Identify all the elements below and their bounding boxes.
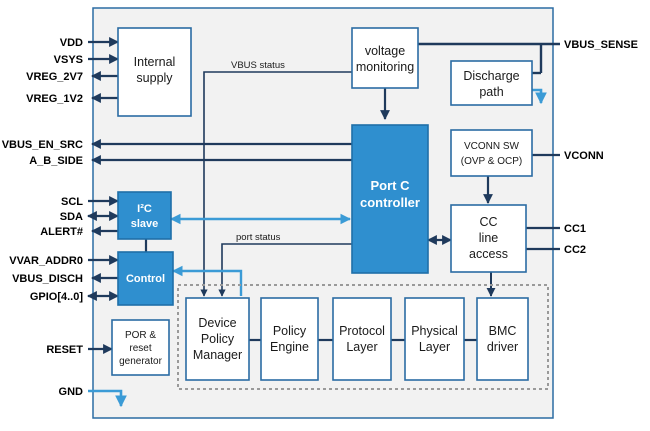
dpm-label-3: Manager — [193, 348, 242, 362]
pin-vreg-1v2: VREG_1V2 — [26, 93, 83, 105]
policy-engine-block: Policy Engine — [260, 297, 319, 381]
policy-engine-label-1: Policy — [273, 324, 307, 338]
policy-engine-label-2: Engine — [270, 340, 309, 354]
port-c-label-2: controller — [360, 195, 420, 210]
vreg-output-lines — [91, 71, 118, 103]
pin-vconn: VCONN — [564, 150, 604, 162]
dpm-label-2: Policy — [201, 332, 235, 346]
pin-cc2: CC2 — [564, 244, 586, 256]
por-label-2: reset — [129, 343, 151, 354]
port-status-line — [218, 243, 352, 297]
pin-sda: SDA — [60, 211, 83, 223]
i2c-pin-lines — [87, 196, 119, 236]
voltage-monitoring-block: voltage monitoring — [351, 27, 419, 89]
port-status-label: port status — [236, 232, 281, 243]
pin-reset: RESET — [46, 344, 83, 356]
supply-input-lines — [88, 37, 119, 64]
physical-layer-block: Physical Layer — [404, 297, 465, 381]
protocol-layer-label-2: Layer — [346, 340, 377, 354]
dpm-label-1: Device — [198, 316, 236, 330]
internal-supply-label-2: supply — [136, 71, 173, 85]
vbus-status-label: VBUS status — [231, 60, 285, 71]
bmc-driver-block: BMC driver — [476, 297, 529, 381]
cc-line-label-3: access — [469, 247, 508, 261]
pin-vsys: VSYS — [54, 54, 83, 66]
left-pin-labels: VDD VSYS VREG_2V7 VREG_1V2 VBUS_EN_SRC A… — [2, 37, 84, 398]
gnd-line — [88, 389, 127, 408]
pin-vvar-addr0: VVAR_ADDR0 — [9, 255, 83, 267]
i2c-label-1: I²C — [137, 203, 152, 215]
protocol-layer-label-1: Protocol — [339, 324, 385, 338]
pin-vbus-disch: VBUS_DISCH — [12, 273, 83, 285]
discharge-path-block: Discharge path — [450, 60, 533, 106]
voltage-monitoring-label-1: voltage — [365, 44, 405, 58]
pin-vbus-en-src: VBUS_EN_SRC — [2, 139, 83, 151]
internal-supply-block: Internal supply — [117, 27, 192, 117]
cc-line-label-2: line — [479, 231, 499, 245]
vconn-sw-block: VCONN SW (OVP & OCP) — [450, 129, 533, 177]
physical-layer-label-1: Physical — [411, 324, 458, 338]
pin-vreg-2v7: VREG_2V7 — [26, 71, 83, 83]
pin-cc1: CC1 — [564, 223, 586, 235]
pin-alert: ALERT# — [40, 226, 83, 238]
bmc-driver-label-1: BMC — [489, 324, 517, 338]
cc-pin-lines — [526, 226, 560, 251]
bmc-driver-label-2: driver — [487, 340, 518, 354]
cc-line-label-1: CC — [479, 215, 497, 229]
pin-gnd: GND — [59, 386, 84, 398]
pin-vbus-sense: VBUS_SENSE — [564, 39, 638, 51]
port-c-label-1: Port C — [371, 178, 411, 193]
discharge-output-arrow — [532, 88, 547, 105]
control-to-dpm-link — [171, 265, 243, 296]
pin-vdd: VDD — [60, 37, 83, 49]
control-label: Control — [126, 273, 165, 285]
vbus-sense-lines — [418, 42, 560, 75]
device-policy-manager-block: Device Policy Manager — [185, 297, 250, 381]
control-pin-lines — [87, 255, 119, 301]
voltage-monitoring-label-2: monitoring — [356, 60, 414, 74]
pin-gpio: GPIO[4..0] — [30, 291, 84, 303]
vconn-sw-label-1: VCONN SW — [464, 141, 520, 152]
protocol-layer-block: Protocol Layer — [332, 297, 392, 381]
vconn-sw-label-2: (OVP & OCP) — [461, 156, 523, 167]
portc-output-lines — [91, 139, 352, 165]
por-block: POR & reset generator — [111, 319, 170, 376]
i2c-slave-block: I²C slave — [117, 191, 172, 240]
discharge-path-label-1: Discharge — [463, 69, 519, 83]
discharge-path-label-2: path — [479, 85, 503, 99]
por-label-3: generator — [119, 356, 162, 367]
i2c-label-2: slave — [131, 218, 159, 230]
pin-scl: SCL — [61, 196, 83, 208]
internal-supply-label-1: Internal — [134, 55, 176, 69]
cc-line-access-block: CC line access — [450, 204, 527, 273]
pin-a-b-side: A_B_SIDE — [29, 155, 83, 167]
control-block: Control — [117, 251, 174, 306]
physical-layer-label-2: Layer — [419, 340, 450, 354]
port-c-controller-block: Port C controller — [351, 124, 429, 274]
por-label-1: POR & — [125, 330, 156, 341]
right-pin-labels: VBUS_SENSE VCONN CC1 CC2 — [564, 39, 638, 256]
pd-stack-group — [177, 284, 549, 390]
